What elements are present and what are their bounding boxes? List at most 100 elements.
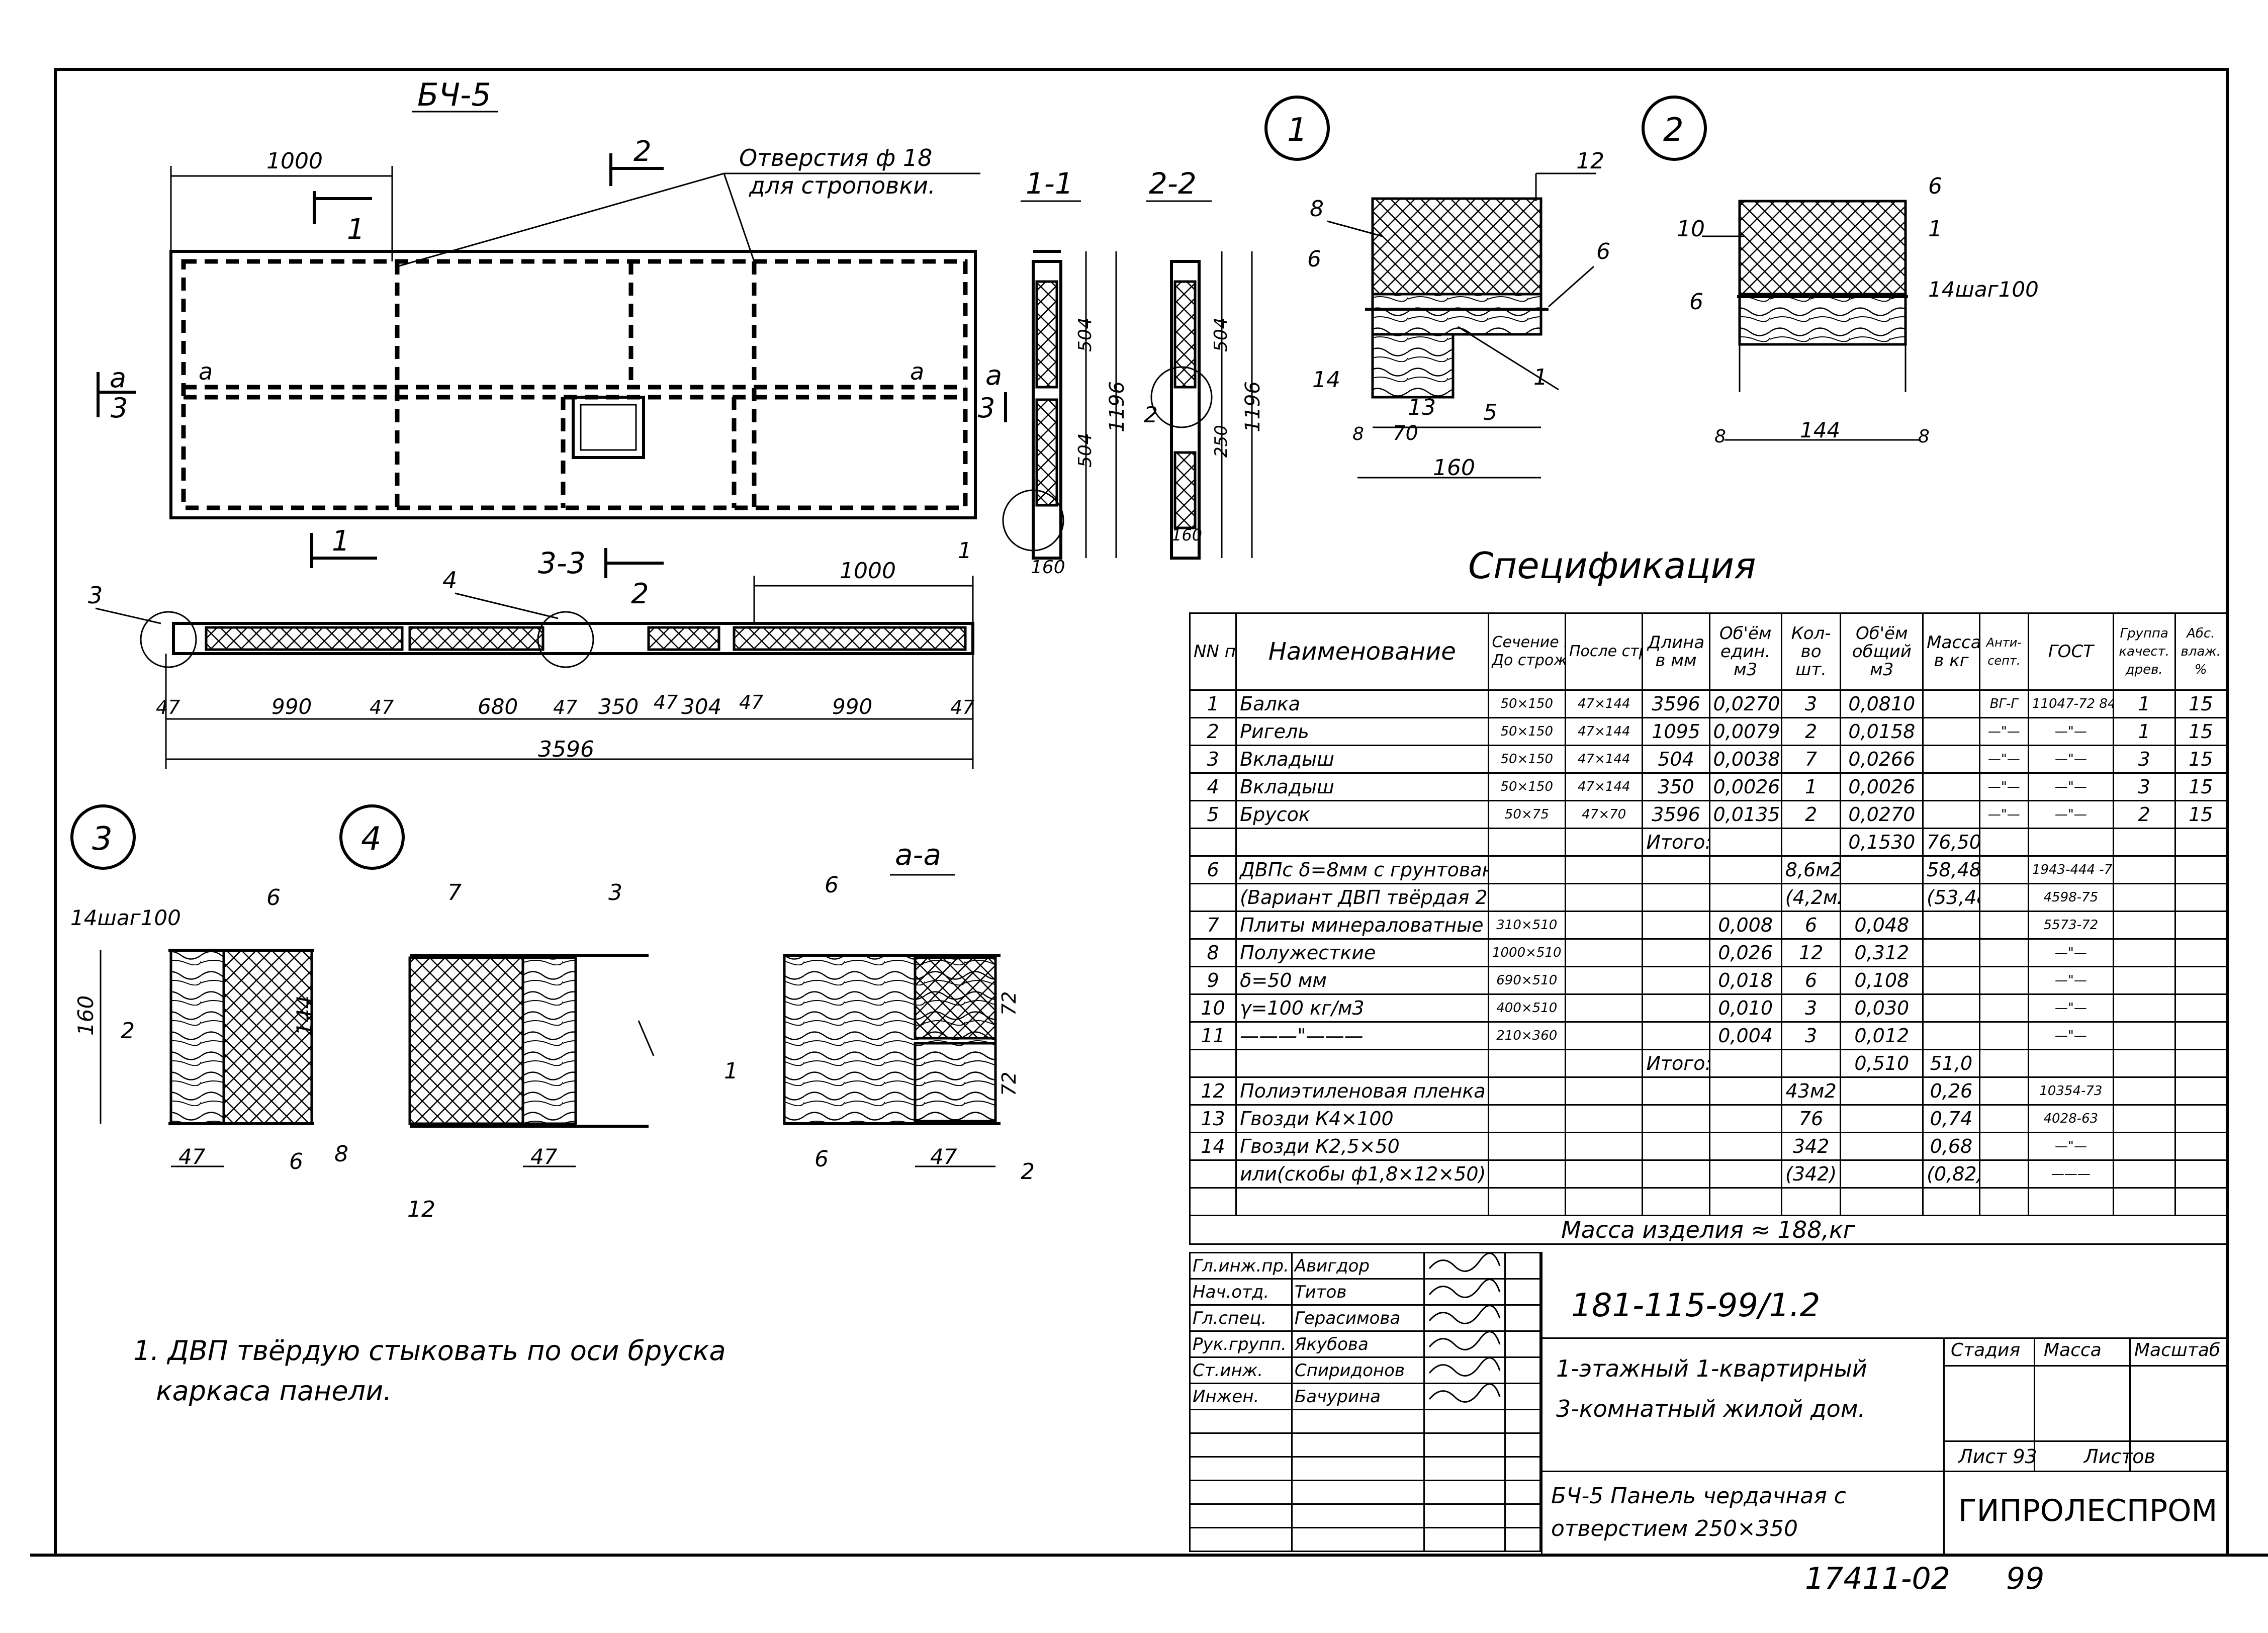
signature-scribble-icon xyxy=(1429,1279,1501,1298)
specification-table: NN поз. Наименование Сечение в мм До стр… xyxy=(1189,612,2228,1245)
spec-cell-q: 3 xyxy=(1780,1021,1842,1050)
spec-cell-len xyxy=(1642,1159,1710,1189)
sec-11-label: 1-1 xyxy=(1026,166,1073,201)
signature-row: Нач.отд.Титов xyxy=(1189,1278,1541,1306)
spec-cell-vu: 0,0135 xyxy=(1708,800,1782,829)
dim-350: 350 xyxy=(598,694,639,719)
spec-cell-gr xyxy=(2112,828,2176,857)
dim-680: 680 xyxy=(478,694,518,719)
spec-row xyxy=(1189,1187,2228,1216)
spec-cell-name: (Вариант ДВП твёрдая 2×4) xyxy=(1235,883,1489,912)
spec-cell-a: 1000×510 xyxy=(1487,938,1567,967)
spec-cell-m xyxy=(1922,772,1980,801)
spec-cell-q: 1 xyxy=(1780,772,1842,801)
spec-cell-w xyxy=(2174,1187,2228,1216)
spec-cell-b: 47×144 xyxy=(1564,745,1644,774)
spec-cell-w xyxy=(2174,1049,2228,1078)
signature-date xyxy=(1504,1252,1541,1280)
callout-13-d1: 13 xyxy=(1408,395,1436,420)
spec-row: (Вариант ДВП твёрдая 2×4)(4,2м2)(53,48)4… xyxy=(1189,883,2228,912)
spec-cell-q: (4,2м2) xyxy=(1780,883,1842,912)
spec-cell-name: δ=50 мм xyxy=(1235,966,1489,995)
callout-10-d2: 10 xyxy=(1677,216,1705,242)
spec-cell-a xyxy=(1487,1104,1567,1133)
spec-cell-a xyxy=(1487,1132,1567,1161)
spec-cell-name: Вкладыш xyxy=(1235,772,1489,801)
spec-cell-q: 342 xyxy=(1780,1132,1842,1161)
signature-mark xyxy=(1423,1330,1506,1358)
hdr-before-text: До строжки xyxy=(1492,652,1566,669)
spec-cell-w: 15 xyxy=(2174,745,2228,774)
page-number: 99 xyxy=(2006,1561,2044,1596)
spec-cell-m xyxy=(1922,938,1980,967)
spec-cell-vu: 0,018 xyxy=(1708,966,1782,995)
spec-cell-vu: 0,010 xyxy=(1708,993,1782,1023)
spec-cell-m: 58,48 xyxy=(1922,855,1980,884)
spec-cell-n: 4 xyxy=(1189,772,1237,801)
spec-cell-q: 6 xyxy=(1780,911,1842,940)
spec-cell-w: 15 xyxy=(2174,800,2228,829)
spec-cell-gr xyxy=(2112,911,2176,940)
spec-cell-n: 7 xyxy=(1189,911,1237,940)
spec-cell-vt: 0,510 xyxy=(1840,1049,1924,1078)
callout-14-d1: 14 xyxy=(1312,367,1340,393)
spec-cell-name: Брусок xyxy=(1235,800,1489,829)
section-a-a: а-а 6 1 6 2 72 72 47 xyxy=(724,838,1035,1185)
signature-mark xyxy=(1423,1252,1506,1280)
callout-3-d4: 3 xyxy=(608,880,622,905)
spec-cell-m: 51,0 xyxy=(1922,1049,1980,1078)
callout-1-d2: 1 xyxy=(1928,216,1942,242)
dim-504-c: 504 xyxy=(1211,317,1231,352)
dim-47-d4: 47 xyxy=(530,1144,558,1169)
spec-cell-b xyxy=(1564,855,1644,884)
spec-cell-gost: —"— xyxy=(2027,717,2114,746)
spec-cell-len xyxy=(1642,966,1710,995)
spec-cell-ant xyxy=(1978,1104,2029,1133)
spec-cell-gr xyxy=(2112,1132,2176,1161)
spec-cell-gr: 3 xyxy=(2112,772,2176,801)
sec-a-left: а xyxy=(110,362,126,394)
spec-cell-m xyxy=(1922,1187,1980,1216)
spec-cell-gost: 1943-444 -79 xyxy=(2027,855,2114,884)
spec-cell-a: 210×360 xyxy=(1487,1021,1567,1050)
spec-cell-name: Вкладыш xyxy=(1235,745,1489,774)
hdr-length: Длина в мм xyxy=(1642,612,1710,691)
spec-cell-gr xyxy=(2112,1159,2176,1189)
spec-cell-n: 13 xyxy=(1189,1104,1237,1133)
spec-cell-w: 15 xyxy=(2174,717,2228,746)
signature-scribble-icon xyxy=(1429,1252,1501,1272)
spec-cell-vt: 0,012 xyxy=(1840,1021,1924,1050)
detail-4: 4 7 3 12 47 xyxy=(339,804,655,1222)
dim-8-d2-left: 8 xyxy=(1714,426,1726,447)
spec-cell-ant xyxy=(1978,828,2029,857)
spec-cell-gr xyxy=(2112,883,2176,912)
spec-cell-b xyxy=(1564,828,1644,857)
signature-name: Титов xyxy=(1291,1278,1425,1306)
hdr-vol-total: Об'ём общий м3 xyxy=(1840,612,1924,691)
spec-cell-vu: 0,026 xyxy=(1708,938,1782,967)
spec-cell-name: γ=100 кг/м3 xyxy=(1235,993,1489,1023)
spec-cell-len: 504 xyxy=(1642,745,1710,774)
spec-cell-b xyxy=(1564,1187,1644,1216)
hdr-num: NN поз. xyxy=(1189,612,1237,691)
spec-cell-a xyxy=(1487,855,1567,884)
spec-cell-b: 47×144 xyxy=(1564,772,1644,801)
object-line-1: 1-этажный 1-квартирный xyxy=(1556,1355,1867,1382)
spec-cell-name: ———"——— xyxy=(1235,1021,1489,1050)
dim-8-d1: 8 xyxy=(1352,424,1364,444)
spec-cell-m: (0,82) xyxy=(1922,1159,1980,1189)
mass-total: Масса изделия ≈ 188,кг xyxy=(1189,1215,2227,1245)
spec-cell-gost: —"— xyxy=(2027,938,2114,967)
spec-cell-name: Плиты минераловатные xyxy=(1235,911,1489,940)
spec-cell-q: 8,6м2 xyxy=(1780,855,1842,884)
dim-47-aa: 47 xyxy=(930,1144,957,1169)
spec-cell-ant xyxy=(1978,993,2029,1023)
sec-3-left: 3 xyxy=(111,392,128,424)
sec-3-right: 3 xyxy=(978,392,995,424)
callout-2-d3: 2 xyxy=(121,1018,135,1044)
spec-cell-n: 14 xyxy=(1189,1132,1237,1161)
